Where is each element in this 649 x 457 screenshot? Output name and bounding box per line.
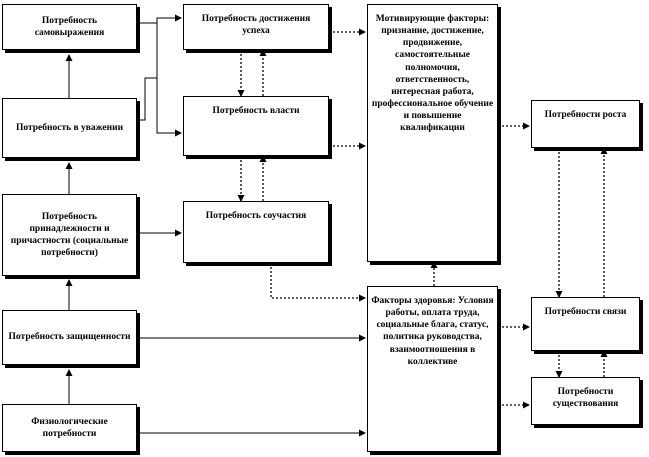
box-power-label: Потребность власти — [212, 106, 300, 116]
box-security: Потребность защищенности — [2, 310, 137, 365]
box-respect-label: Потребность в уважении — [15, 122, 124, 133]
box-respect: Потребность в уважении — [2, 98, 137, 158]
box-growth-label: Потребности роста — [544, 110, 627, 120]
box-existence-label: Потребности существования — [552, 387, 619, 410]
box-relatedness-label: Потребности связи — [544, 307, 627, 317]
arrow-self-expression-to-power — [137, 22, 182, 137]
box-hygiene: Факторы здоровья: Условия работы, оплата… — [367, 286, 498, 452]
arrow-respect-to-achievement — [137, 14, 182, 121]
arrow-participation-to-hygiene — [270, 263, 366, 302]
box-participation-label: Потребность соучастия — [205, 211, 307, 221]
box-security-label: Потребность защищенности — [8, 332, 131, 343]
box-physiological-label: Физиологические потребности — [31, 416, 108, 439]
box-belonging: Потребность принадлежности и причастност… — [2, 194, 137, 276]
box-belonging-label: Потребность принадлежности и причастност… — [10, 211, 129, 259]
box-motivators: Мотивирующие факторы: признание, достиже… — [367, 4, 498, 262]
box-participation: Потребность соучастия — [183, 201, 329, 263]
box-hygiene-label: Факторы здоровья: Условия работы, оплата… — [371, 296, 494, 367]
box-relatedness: Потребности связи — [531, 297, 640, 351]
box-existence: Потребности существования — [531, 377, 640, 425]
box-motivators-label: Мотивирующие факторы: признание, достиже… — [371, 14, 494, 134]
box-physiological: Физиологические потребности — [2, 404, 137, 452]
box-achievement: Потребность достижения успеха — [183, 4, 329, 50]
box-growth: Потребности роста — [531, 100, 640, 148]
box-achievement-label: Потребность достижения успеха — [201, 14, 311, 37]
box-self-expression: Потребность самовыражения — [2, 4, 137, 50]
box-self-expression-label: Потребность самовыражения — [34, 15, 105, 38]
box-power: Потребность власти — [183, 96, 329, 156]
